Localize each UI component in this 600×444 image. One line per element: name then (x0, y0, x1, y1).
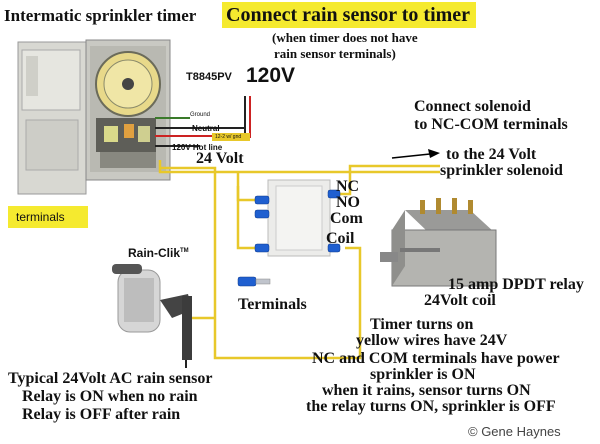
connect-subtitle-2: rain sensor terminals) (274, 46, 396, 61)
note-line-4: sprinkler is ON (370, 366, 476, 383)
rain-clik-name: Rain-Clik (128, 246, 181, 260)
note-line-5: when it rains, sensor turns ON (322, 382, 531, 399)
to-24v-2: sprinkler solenoid (440, 162, 563, 179)
rain-clik-brand: Rain-ClikTM (128, 246, 189, 260)
blue-connectors (237, 189, 341, 287)
to-24v-1: to the 24 Volt (446, 146, 537, 163)
sensor-desc-1: Typical 24Volt AC rain sensor (8, 370, 213, 387)
solenoid-arrow (391, 149, 440, 159)
connect-subtitle-1: (when timer does not have (272, 30, 418, 45)
relay-cube (380, 198, 497, 287)
connect-title: Connect rain sensor to timer (226, 4, 471, 26)
relay-desc-2: 24Volt coil (424, 292, 496, 309)
sensor-desc-2: Relay is ON when no rain (22, 388, 198, 405)
terminals-tag-bg (8, 206, 88, 228)
terminals-label: Terminals (238, 296, 307, 313)
rain-sensor (112, 264, 192, 368)
note-line-6: the relay turns ON, sprinkler is OFF (306, 398, 556, 415)
volt24-label: 24 Volt (196, 150, 244, 167)
timer-model: T8845PV (186, 71, 232, 83)
connect-solenoid-2: to NC-COM terminals (414, 116, 568, 133)
connect-solenoid-1: Connect solenoid (414, 98, 531, 115)
credit: © Gene Haynes (468, 424, 561, 439)
relay-desc-1: 15 amp DPDT relay (448, 276, 584, 293)
nc-label: NC (336, 178, 360, 195)
note-line-1: Timer turns on (370, 316, 474, 333)
note-line-2: yellow wires have 24V (356, 332, 508, 349)
relay-socket (267, 179, 331, 257)
wire-tag: 12-2 w/ gnd (215, 134, 242, 140)
neutral-label: Neutral (192, 124, 220, 133)
coil-label: Coil (326, 230, 355, 247)
timer-title: Intermatic sprinkler timer (4, 6, 197, 25)
connect-title-bg (222, 2, 476, 28)
timer-box (17, 39, 171, 195)
timer-power-wires (155, 96, 251, 147)
com-label: Com (330, 210, 363, 227)
rain-clik-tm: TM (180, 248, 189, 254)
timer-voltage: 120V (246, 64, 296, 87)
no-label: NO (336, 194, 360, 211)
ground-label: Ground (190, 112, 211, 118)
sensor-desc-3: Relay is OFF after rain (22, 406, 181, 423)
hot-line-label: 120V Hot line (172, 143, 223, 152)
note-line-3: NC and COM terminals have power (312, 350, 560, 367)
terminals-tag: terminals (16, 210, 65, 224)
